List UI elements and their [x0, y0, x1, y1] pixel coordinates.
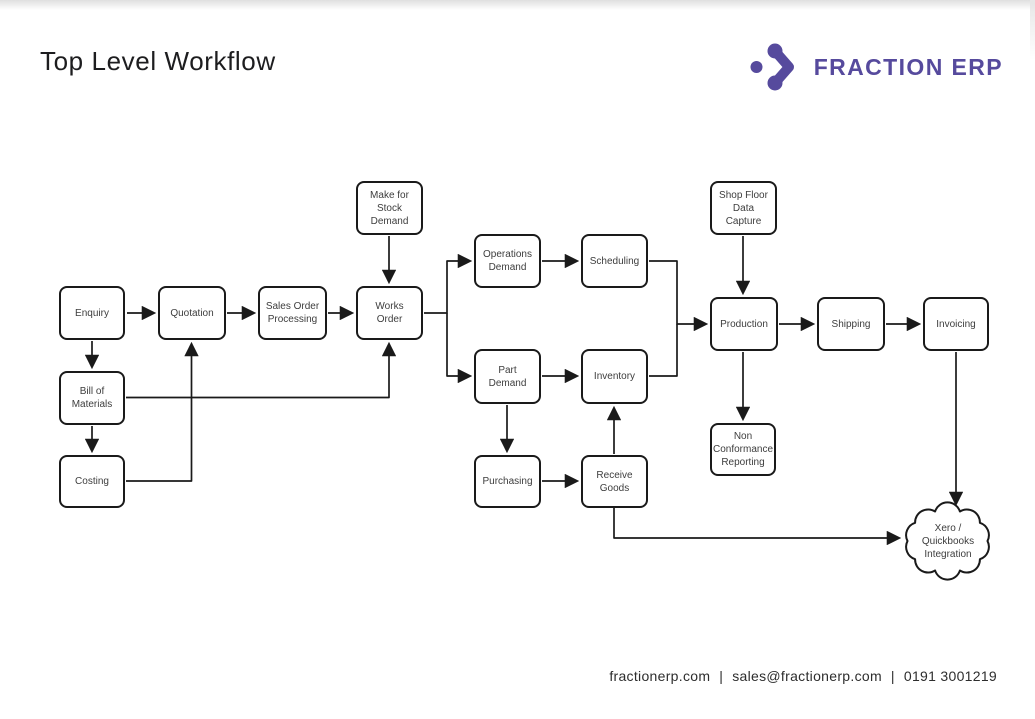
brand-name: FRACTION ERP — [813, 53, 1003, 80]
flow-node-quotation: Quotation — [158, 286, 226, 340]
edge-worksorder-operationsdemand — [424, 253, 473, 314]
flow-node-inventory: Inventory — [581, 349, 648, 404]
flow-node-enquiry: Enquiry — [59, 286, 125, 340]
fraction-erp-logo-icon — [750, 43, 794, 91]
footer-separator: | — [719, 668, 724, 684]
brand-logo: FRACTION ERP — [748, 42, 1003, 92]
flow-node-works-order: Works Order — [356, 286, 423, 340]
flow-node-sales-order-processing: Sales Order Processing — [258, 286, 327, 340]
edge-costing-quotation — [126, 341, 199, 482]
flow-node-receive-goods: Receive Goods — [581, 455, 648, 508]
footer-contact: fractionerp.com | sales@fractionerp.com | 01… — [609, 668, 997, 684]
page-title: Top Level Workflow — [40, 46, 276, 76]
top-edge-strip — [0, 0, 1035, 10]
flow-node-make-for-stock-demand: Make for Stock Demand — [356, 181, 423, 235]
flow-node-scheduling: Scheduling — [581, 234, 648, 288]
edge-billofmaterials-worksorder — [126, 341, 397, 399]
right-edge-strip — [1030, 0, 1035, 60]
flow-node-invoicing: Invoicing — [923, 297, 989, 351]
edge-receivegoods-xero — [613, 508, 902, 546]
flow-node-shop-floor-data-capture: Shop Floor Data Capture — [710, 181, 777, 235]
flow-node-part-demand: Part Demand — [474, 349, 541, 404]
xero-cloud-shape — [905, 501, 990, 581]
footer-website: fractionerp.com — [609, 668, 711, 684]
edge-scheduling-production — [649, 260, 709, 332]
flow-node-operations-demand: Operations Demand — [474, 234, 541, 288]
flow-node-non-conformance-reporting: Non Conformance Reporting — [710, 423, 776, 476]
edge-inventory-merge — [649, 324, 678, 377]
footer-separator: | — [890, 668, 895, 684]
flow-node-xero-quickbooks-integration: Xero / Quickbooks Integration — [921, 522, 975, 560]
edge-worksorder-partdemand — [446, 313, 473, 384]
flow-node-production: Production — [710, 297, 778, 351]
footer-phone: 0191 3001219 — [903, 668, 997, 684]
flow-node-costing: Costing — [59, 455, 125, 508]
flow-node-shipping: Shipping — [817, 297, 885, 351]
footer-email: sales@fractionerp.com — [732, 668, 882, 684]
flow-node-purchasing: Purchasing — [474, 455, 541, 508]
flow-node-bill-of-materials: Bill of Materials — [59, 371, 125, 425]
